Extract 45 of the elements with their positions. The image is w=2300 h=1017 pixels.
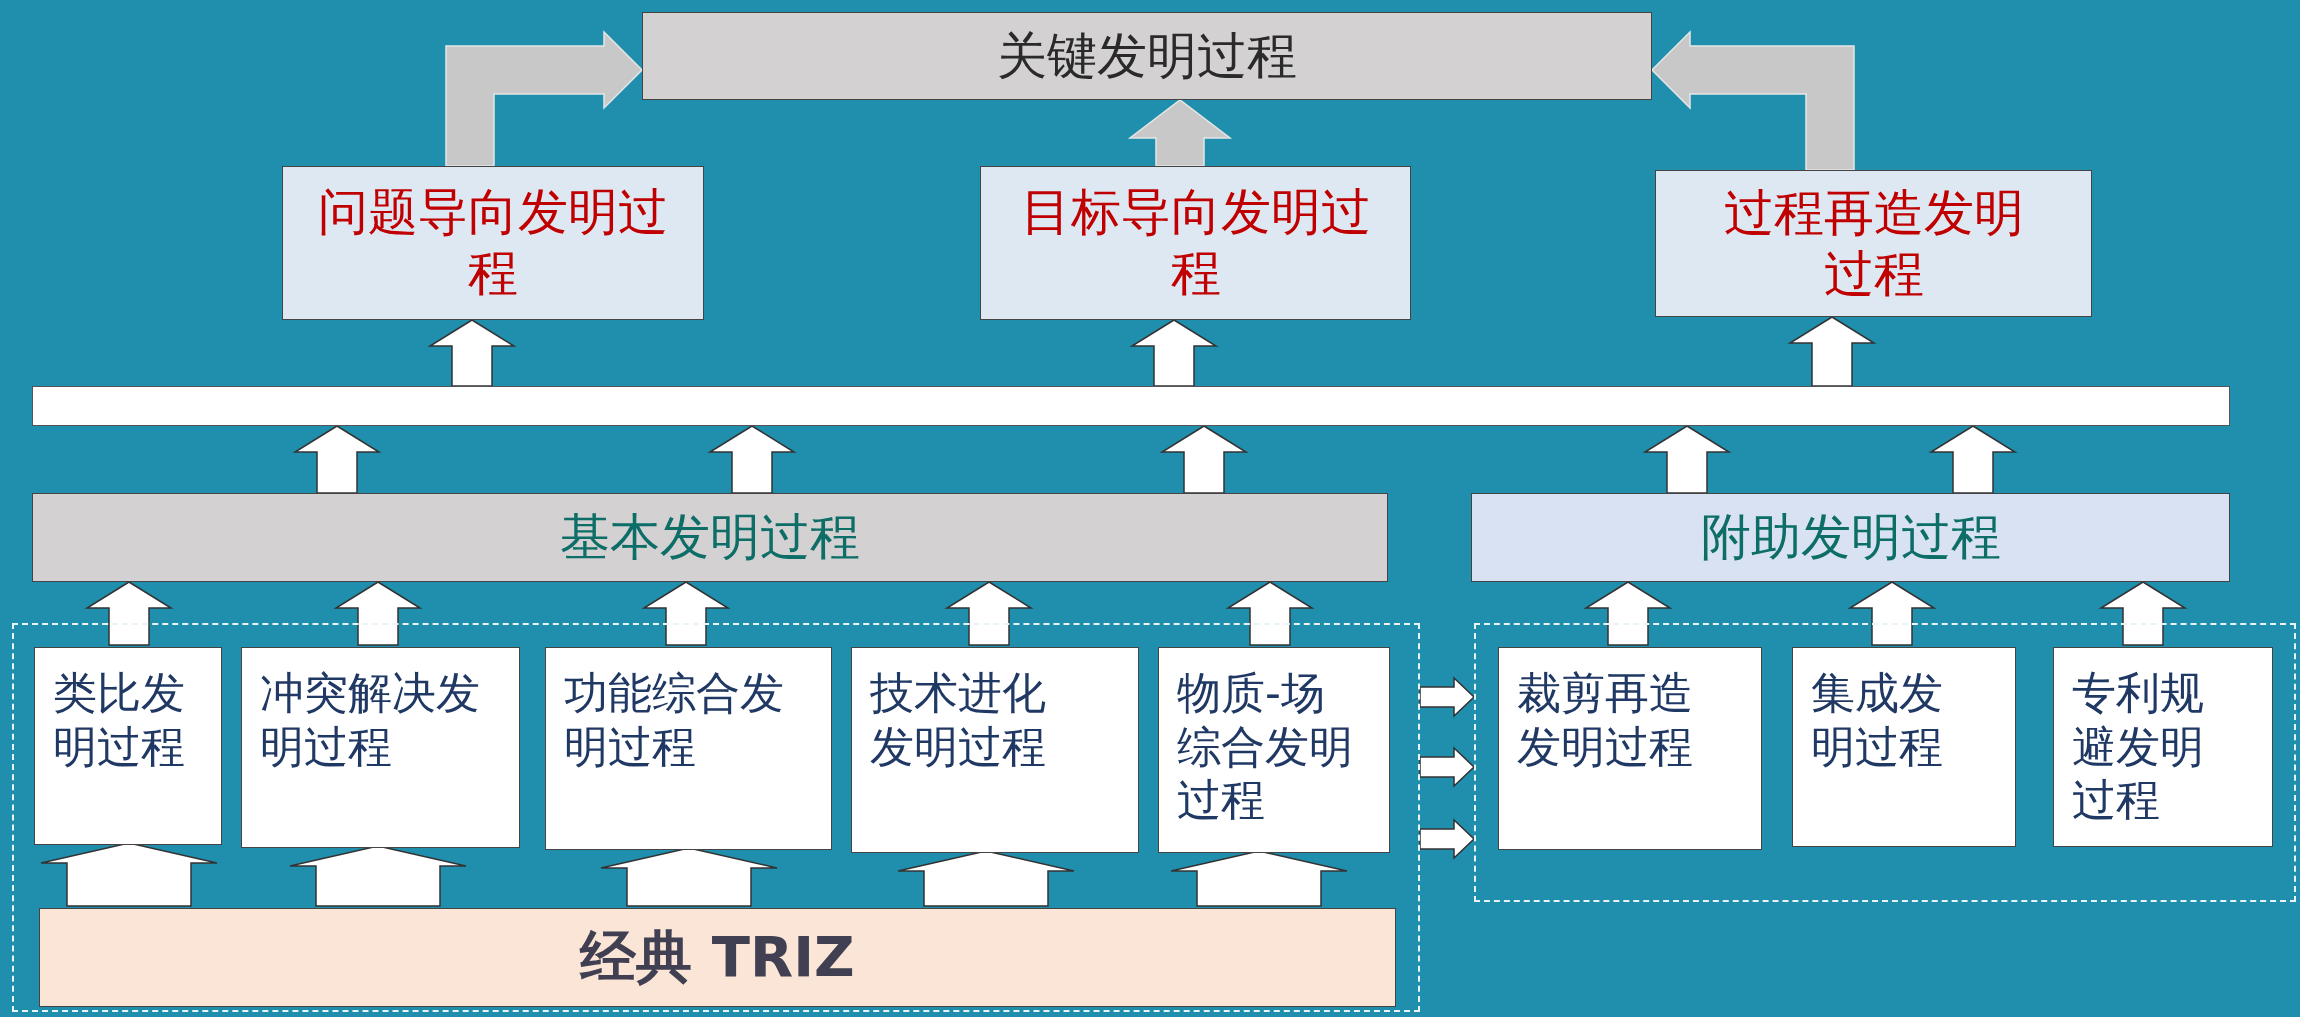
process-box: 冲突解决发明过程 [241,647,520,848]
block-arrow [1225,581,1315,646]
block-arrow [1159,425,1249,494]
block-arrow [707,425,797,494]
block-arrow [1787,316,1877,387]
block-arrow [1650,30,1855,171]
block-arrow [2098,581,2188,646]
process-box: 物质-场综合发明过程 [1158,647,1390,853]
block-arrow [445,30,644,167]
process-box: 目标导向发明过程 [980,166,1411,320]
process-box: 裁剪再造发明过程 [1498,647,1762,850]
dashed-group-frame [1474,623,2296,902]
block-arrow [1928,425,2018,494]
block-arrow [1847,581,1937,646]
bar [32,386,2230,426]
block-arrow [1419,818,1476,860]
block-arrow [84,581,174,646]
process-box: 经典 TRIZ [39,908,1396,1007]
block-arrow [641,581,731,646]
block-arrow [1129,319,1219,387]
block-arrow [292,425,382,494]
block-arrow [1127,99,1233,167]
process-box: 功能综合发明过程 [545,647,832,850]
process-box: 过程再造发明过程 [1655,170,2092,317]
block-arrow [40,842,218,907]
block-arrow [944,581,1034,646]
process-box: 专利规避发明过程 [2053,647,2273,847]
process-box: 关键发明过程 [642,12,1652,100]
block-arrow [289,845,467,907]
block-arrow [1419,746,1476,788]
block-arrow [427,319,517,387]
process-box: 技术进化发明过程 [851,647,1139,853]
block-arrow [600,847,778,907]
block-arrow [897,850,1075,907]
process-box: 基本发明过程 [32,493,1388,582]
block-arrow [1642,425,1732,494]
process-box: 类比发明过程 [34,647,222,845]
process-box: 问题导向发明过程 [282,166,704,320]
process-box: 集成发明过程 [1792,647,2016,847]
block-arrow [1170,850,1348,907]
block-arrow [1419,676,1476,718]
dashed-group-frame [12,623,1420,1012]
block-arrow [1583,581,1673,646]
block-arrow [333,581,423,646]
process-box: 附助发明过程 [1471,493,2230,582]
